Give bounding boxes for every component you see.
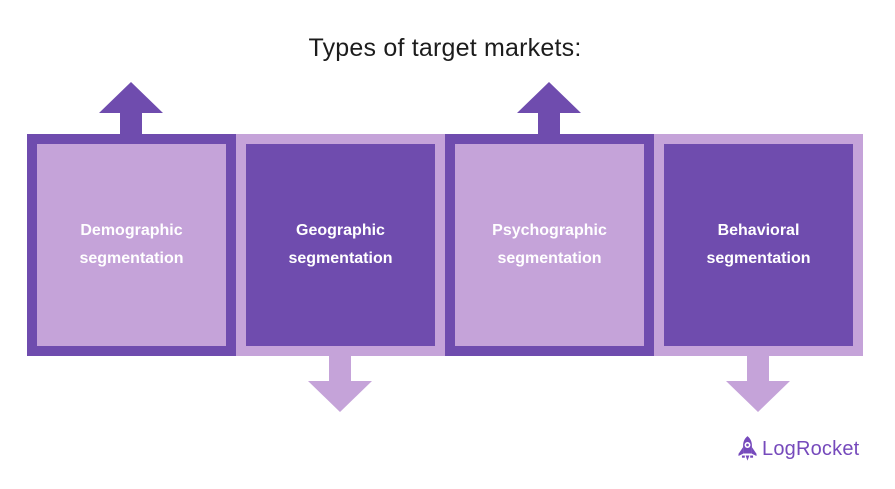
box-label: Psychographic segmentation: [492, 217, 607, 273]
box-label-line: Demographic: [80, 222, 183, 239]
box-label-line: segmentation: [706, 250, 811, 267]
box-label-line: Geographic: [296, 222, 385, 239]
box-label-line: Psychographic: [492, 222, 607, 239]
rocket-icon: [738, 436, 757, 461]
box-label-line: segmentation: [497, 250, 602, 267]
box-psychographic-segmentation: Psychographic segmentation: [445, 134, 654, 356]
box-label-line: segmentation: [79, 250, 184, 267]
box-label: Demographic segmentation: [79, 217, 183, 273]
segmentation-boxes-row: Demographic segmentation Geographic segm…: [27, 134, 863, 356]
up-arrow: [99, 82, 163, 140]
logrocket-logo: LogRocket: [736, 436, 859, 462]
box-label: Geographic segmentation: [288, 217, 392, 273]
down-arrow: [726, 352, 790, 412]
box-label-line: segmentation: [288, 250, 393, 267]
box-label-line: Behavioral: [717, 222, 800, 239]
logo-text: LogRocket: [762, 437, 860, 460]
box-geographic-segmentation: Geographic segmentation: [236, 134, 445, 356]
down-arrow: [308, 352, 372, 412]
up-arrow: [517, 82, 581, 140]
box-behavioral-segmentation: Behavioral segmentation: [654, 134, 863, 356]
box-label: Behavioral segmentation: [706, 217, 810, 273]
diagram-title: Types of target markets:: [308, 34, 582, 62]
box-demographic-segmentation: Demographic segmentation: [27, 134, 236, 356]
